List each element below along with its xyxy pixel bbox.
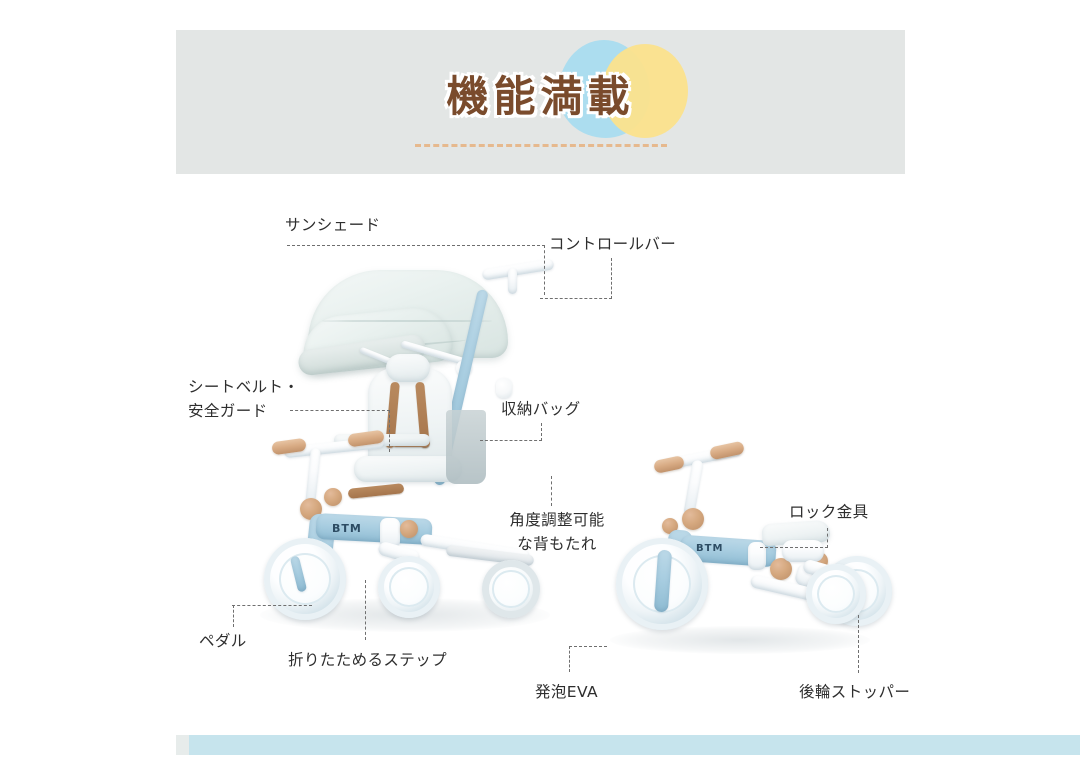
bottom-accent-bar-cap <box>176 735 189 755</box>
rear-wheel-inner-right-product <box>806 564 866 624</box>
control-bar-stem <box>508 268 517 294</box>
seat-base <box>354 456 462 482</box>
pedal-crank-wheel <box>378 556 440 618</box>
control-bar-adjust-collar <box>496 378 512 398</box>
leader-line-storage-bag-drop <box>541 423 542 441</box>
leader-line-backrest <box>551 476 552 506</box>
callout-label-storage-bag: 収納バッグ <box>501 400 581 418</box>
seat-post-knob <box>770 558 792 580</box>
storage-bag <box>446 410 486 484</box>
headrest-pad <box>386 354 430 382</box>
leader-line-storage-bag <box>480 440 542 441</box>
yellow-crescent-decoration <box>602 43 689 138</box>
leader-line-seatbelt-drop <box>389 410 390 452</box>
callout-label-pedal: ペダル <box>199 632 247 650</box>
leader-line-lock-fitting-drop <box>827 528 828 548</box>
leader-line-sunshade <box>287 245 545 246</box>
title-dashed-rule <box>414 143 667 147</box>
header-banner-content: 機能満載 <box>176 30 905 174</box>
callout-label-foam-eva: 発泡EVA <box>535 683 599 701</box>
handlebar-grip-left <box>652 455 686 474</box>
ground-shadow <box>610 626 870 654</box>
canopy-rib <box>322 320 492 322</box>
leader-line-seatbelt <box>290 410 390 411</box>
frame-pivot-knob <box>324 488 342 506</box>
leader-line-control-bar <box>540 298 612 299</box>
callout-label-rear-stopper: 後輪ストッパー <box>799 683 911 701</box>
brand-logo-left: BTM <box>332 522 362 535</box>
product-left-stroller-trike: BTM <box>250 250 570 650</box>
saddle-support <box>782 540 824 562</box>
leader-line-foldable-step <box>365 580 366 640</box>
leader-line-foam-eva-drop <box>569 646 570 672</box>
product-right-balance-bike: BTM <box>600 430 900 660</box>
page-title: 機能満載 <box>446 72 635 121</box>
leader-line-control-bar-drop <box>611 258 612 299</box>
frame-center-joint <box>380 518 400 548</box>
stem-adjust-knob <box>682 508 704 530</box>
frame-mid-joint <box>748 542 766 570</box>
leader-line-pedal-drop <box>233 605 234 627</box>
frame-hinge-knob <box>400 520 418 538</box>
footrest-strap <box>347 483 405 499</box>
title-wrap: 機能満載 <box>446 39 689 138</box>
brand-logo-right: BTM <box>696 543 724 554</box>
leader-line-lock-fitting <box>760 547 828 548</box>
callout-label-control-bar: コントロールバー <box>549 235 677 253</box>
leader-line-rear-stopper <box>858 615 859 673</box>
leader-line-foam-eva <box>569 646 607 647</box>
leader-line-sunshade-drop <box>544 245 545 295</box>
callout-label-sunshade: サンシェード <box>285 216 381 234</box>
rear-wheel-left-product <box>482 560 540 618</box>
leader-line-pedal <box>232 605 312 606</box>
bottom-accent-bar <box>176 735 1080 755</box>
callout-label-backrest: 角度調整可能 な背もたれ <box>509 511 605 554</box>
callout-label-foldable-step: 折りたためるステップ <box>288 651 448 669</box>
header-banner: 機能満載 <box>176 30 905 174</box>
callout-label-lock-fitting: ロック金具 <box>789 503 869 521</box>
callout-label-seatbelt: シートベルト・ 安全ガード <box>188 378 300 421</box>
front-wheel-left-product <box>264 538 346 620</box>
